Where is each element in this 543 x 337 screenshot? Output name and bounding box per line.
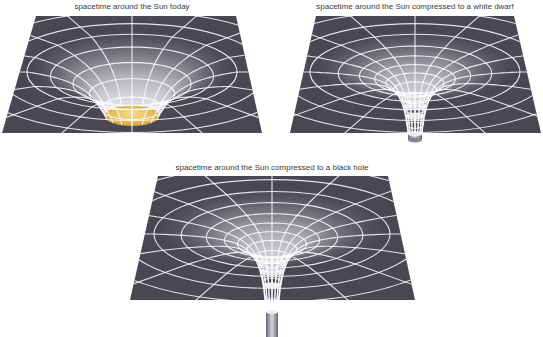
grid-radial bbox=[105, 174, 188, 204]
grid-radial bbox=[151, 97, 206, 123]
grid-radial bbox=[489, 99, 543, 126]
grid-radial bbox=[172, 107, 212, 142]
spacetime-panel bbox=[0, 0, 342, 148]
grid-radial bbox=[390, 233, 508, 234]
grid-radial bbox=[0, 86, 35, 100]
grid-radial bbox=[182, 156, 227, 195]
grid-radial bbox=[52, 107, 92, 142]
grid-radial bbox=[182, 273, 227, 312]
grid-radial bbox=[512, 43, 543, 57]
grid-radial bbox=[159, 72, 237, 116]
grid-radial bbox=[154, 234, 266, 312]
grid-radial bbox=[189, 204, 268, 311]
spacetime-grid bbox=[0, 0, 342, 148]
grid-radial bbox=[221, 86, 318, 100]
panel-caption: spacetime around the Sun compressed to a… bbox=[173, 163, 370, 173]
grid-radial bbox=[267, 19, 341, 46]
spacetime-grid bbox=[0, 0, 342, 148]
grid-radial bbox=[0, 19, 58, 46]
grid-radial bbox=[157, 58, 229, 113]
grid-radial bbox=[142, 103, 172, 125]
grid-radial bbox=[418, 92, 456, 136]
grid-radial bbox=[278, 234, 390, 312]
grid-radial bbox=[422, 72, 520, 134]
grid-radial bbox=[274, 195, 317, 310]
grid-radial bbox=[335, 107, 375, 142]
grid-radial bbox=[163, 246, 267, 312]
grid-radial bbox=[227, 195, 270, 310]
grid-radial bbox=[422, 58, 513, 134]
grid-radial bbox=[221, 43, 318, 57]
grid-ring bbox=[247, 12, 543, 133]
grid-radial bbox=[206, 19, 280, 46]
grid-radial bbox=[105, 264, 188, 294]
grid-radial bbox=[375, 37, 413, 132]
grid-radial bbox=[414, 34, 415, 131]
grid-radial bbox=[0, 99, 58, 126]
spacetime-grid bbox=[205, 0, 543, 148]
grid-radial bbox=[205, 71, 310, 72]
grid-radial bbox=[163, 218, 267, 312]
spacetime-panel bbox=[36, 149, 508, 337]
grid-radial bbox=[35, 87, 107, 120]
grid-radial bbox=[455, 107, 495, 142]
grid-radial bbox=[151, 45, 206, 109]
grid-radial bbox=[54, 250, 163, 266]
grid-radial bbox=[420, 89, 489, 136]
grid-radial bbox=[420, 45, 489, 132]
spacetime-grid bbox=[205, 0, 543, 148]
grid-radial bbox=[341, 45, 410, 132]
grid-radial bbox=[520, 71, 543, 72]
grid-radial bbox=[341, 89, 410, 136]
grid-radial bbox=[0, 71, 27, 72]
grid-radial bbox=[206, 99, 280, 126]
spacetime-grid bbox=[36, 149, 508, 319]
grid-radial bbox=[58, 97, 113, 123]
grid-radial bbox=[310, 72, 408, 134]
grid-radial bbox=[512, 86, 543, 100]
grid-radial bbox=[36, 233, 154, 234]
grid-radial bbox=[276, 252, 355, 313]
grid-radial bbox=[0, 43, 35, 57]
grid-radial bbox=[381, 201, 490, 217]
grid-radial bbox=[92, 37, 122, 107]
grid-radial bbox=[92, 103, 122, 125]
grid-ring bbox=[0, 12, 300, 133]
grid-radial bbox=[142, 37, 172, 107]
grid-radial bbox=[317, 156, 362, 195]
spacetime-panel bbox=[205, 0, 543, 148]
grid-radial bbox=[278, 218, 382, 312]
grid-radial bbox=[355, 264, 438, 294]
grid-radial bbox=[131, 105, 132, 126]
grid-radial bbox=[375, 92, 413, 136]
grid-radial bbox=[317, 273, 362, 312]
funnel-throat bbox=[266, 312, 278, 337]
grid-radial bbox=[54, 201, 163, 217]
grid-radial bbox=[157, 87, 229, 120]
grid-radial bbox=[131, 34, 132, 106]
panel-caption: spacetime around the Sun compressed to a… bbox=[314, 2, 515, 12]
grid-radial bbox=[276, 204, 355, 311]
grid-radial bbox=[489, 19, 543, 46]
grid-radial bbox=[35, 58, 107, 113]
grid-radial bbox=[27, 72, 105, 116]
grid-radial bbox=[267, 99, 341, 126]
grid-radial bbox=[271, 192, 272, 310]
grid-radial bbox=[381, 250, 490, 266]
grid-radial bbox=[355, 174, 438, 204]
panel-caption: spacetime around the Sun today bbox=[72, 2, 191, 12]
grid-radial bbox=[318, 58, 409, 134]
funnel-throat bbox=[408, 137, 422, 142]
spacetime-grid bbox=[36, 149, 508, 319]
